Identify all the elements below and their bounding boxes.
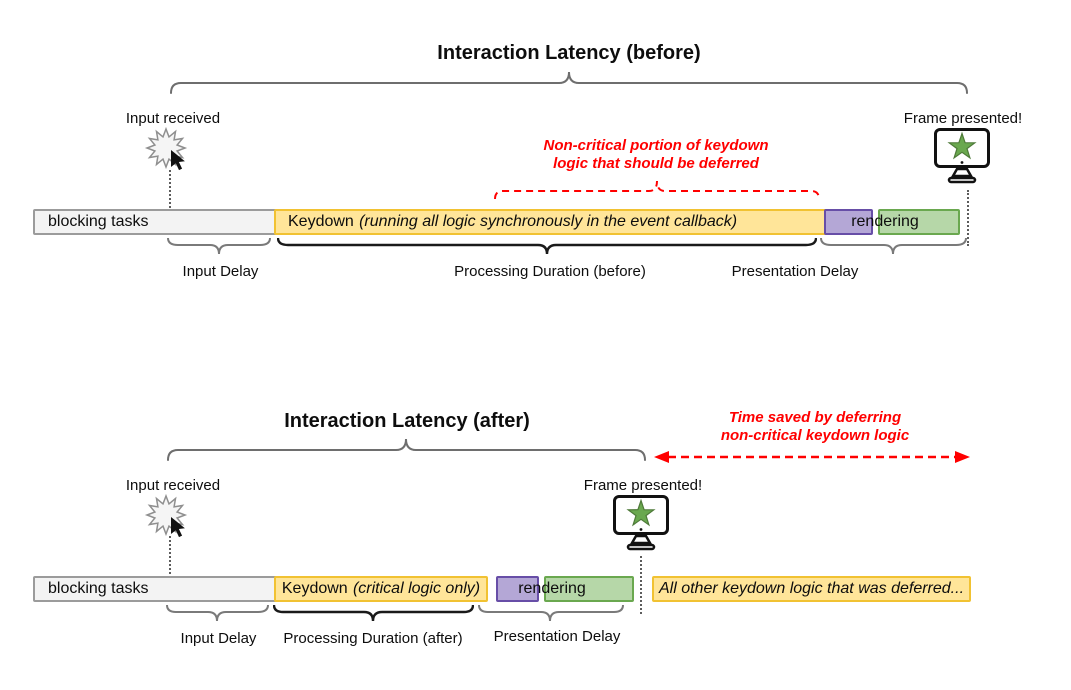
after-presentation-delay-label: Presentation Delay [493,628,621,645]
after-presentation-brace [478,604,624,622]
after-deferred-logic-bar: All other keydown logic that was deferre… [652,576,971,602]
before-rendering-label: rendering [851,213,919,230]
after-keydown-text: Keydown [281,580,348,597]
before-blocking-tasks-bar: blocking tasks [33,209,279,235]
after-red-annotation-line2: non-critical keydown logic [720,427,910,444]
before-frame-timing-line [967,190,969,246]
click-burst-cursor-icon [144,126,188,171]
after-blocking-tasks-bar: blocking tasks [33,576,279,602]
after-keydown-note: (critical logic only) [352,580,481,597]
before-title: Interaction Latency (before) [437,42,701,64]
before-red-annotation-line1: Non-critical portion of keydown [543,137,769,154]
after-frame-timing-line [640,556,642,614]
click-burst-cursor-icon [144,493,188,538]
after-frame-presented-label: Frame presented! [583,477,703,494]
after-title: Interaction Latency (after) [284,410,530,432]
before-blocking-tasks-text: blocking tasks [48,213,149,230]
after-rendering-label: rendering [518,580,586,597]
before-frame-presented-label: Frame presented! [903,110,1023,127]
after-style-layout-bar [496,576,539,602]
after-paint-bar [544,576,634,602]
before-red-annotation: Non-critical portion of keydown logic th… [470,137,842,173]
before-input-delay-brace [167,237,271,255]
before-processing-brace [277,237,817,255]
after-latency-brace [167,438,646,461]
time-saved-arrow [654,451,970,463]
after-input-delay-brace [166,604,269,622]
before-keydown-text: Keydown [288,213,354,230]
after-deferred-logic-text: All other keydown logic that was deferre… [658,580,965,597]
before-processing-duration-label: Processing Duration (before) [454,263,646,280]
after-input-delay-label: Input Delay [180,630,257,647]
after-input-timing-line [169,536,171,574]
after-processing-brace [273,604,474,622]
after-blocking-tasks-text: blocking tasks [48,580,149,597]
before-presentation-delay-label: Presentation Delay [731,263,859,280]
before-presentation-brace [820,237,967,255]
before-style-layout-bar [824,209,873,235]
after-red-annotation: Time saved by deferring non-critical key… [660,409,970,445]
before-input-received-label: Input received [125,110,221,127]
before-latency-brace [170,71,968,94]
before-input-timing-line [169,170,171,208]
before-paint-bar [878,209,960,235]
monitor-with-star-icon [934,128,990,184]
after-keydown-bar: Keydown (critical logic only) [274,576,488,602]
monitor-with-star-icon [613,495,669,551]
before-red-annotation-line2: logic that should be deferred [553,155,759,172]
after-input-received-label: Input received [125,477,221,494]
after-red-annotation-line1: Time saved by deferring [728,409,902,426]
before-keydown-bar: Keydown (running all logic synchronously… [274,209,828,235]
before-keydown-note: (running all logic synchronously in the … [359,213,738,230]
before-red-dashed-brace [494,180,820,200]
before-input-delay-label: Input Delay [182,263,259,280]
after-processing-duration-label: Processing Duration (after) [283,630,463,647]
